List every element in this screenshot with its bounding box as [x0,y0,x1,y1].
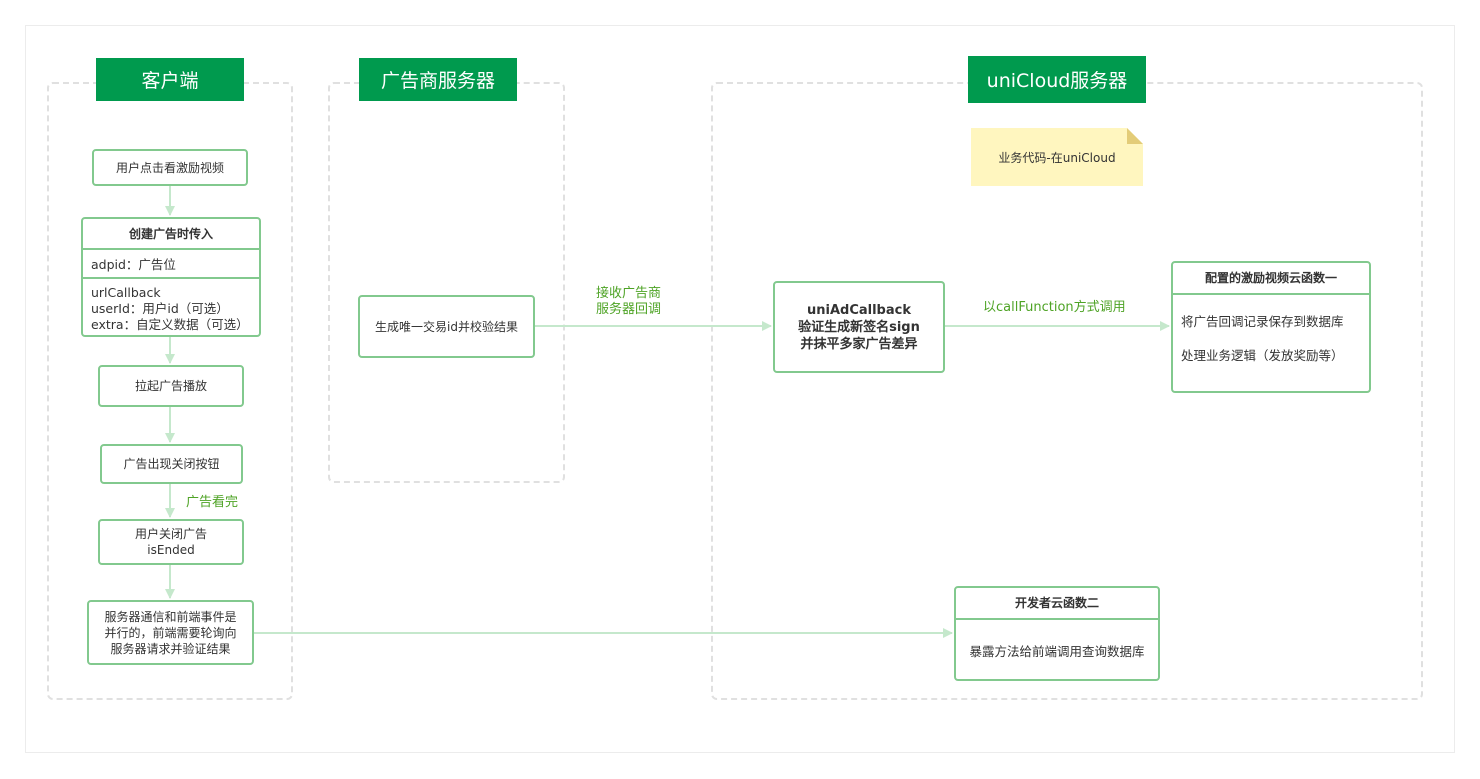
node-cloud-function-1: 配置的激励视频云函数一 将广告回调记录保存到数据库 处理业务逻辑（发放奖励等） [1171,261,1371,393]
node-header: 配置的激励视频云函数一 [1173,263,1369,295]
node-click-video: 用户点击看激励视频 [92,149,248,186]
lane-title-ad-server: 广告商服务器 [359,58,517,101]
node-user-close: 用户关闭广告 isEnded [98,519,244,565]
node-text: 并抹平多家广告差异 [800,336,918,352]
param-urlcallback: urlCallback [91,285,161,300]
canvas-frame [25,25,1455,753]
label-line: 接收广告商 [596,286,662,301]
node-text: 用户点击看激励视频 [115,160,224,175]
node-cloud-function-2: 开发者云函数二 暴露方法给前端调用查询数据库 [954,586,1160,681]
label-callfunction: 以callFunction方式调用 [983,300,1126,315]
note-text: 业务代码-在uniCloud [998,150,1116,165]
node-row-adpid: adpid：广告位 [83,250,259,279]
label-line: 服务器回调 [596,302,662,317]
label-callback: 接收广告商 服务器回调 [596,286,661,318]
node-text: 广告出现关闭按钮 [123,457,220,471]
node-text: 服务器请求并验证结果 [110,641,231,656]
node-line: 将广告回调记录保存到数据库 [1181,314,1344,329]
node-close-button: 广告出现关闭按钮 [100,444,243,484]
node-text: 拉起广告播放 [134,379,207,393]
label-ad-watched: 广告看完 [186,495,239,510]
sticky-note: 业务代码-在uniCloud [971,128,1143,186]
node-line: 暴露方法给前端调用查询数据库 [969,644,1145,659]
node-play-ad: 拉起广告播放 [98,365,244,407]
param-extra: extra：自定义数据（可选） [91,317,249,332]
node-text: 用户关闭广告 [134,527,207,541]
node-text: 验证生成新签名sign [798,319,920,335]
node-text: 生成唯一交易id并校验结果 [375,319,518,334]
node-text: 服务器通信和前端事件是 [104,609,237,624]
node-ad-server: 生成唯一交易id并校验结果 [358,295,535,358]
node-parallel-note: 服务器通信和前端事件是 并行的，前端需要轮询向 服务器请求并验证结果 [87,600,254,665]
lane-title-client: 客户端 [96,58,244,101]
node-header: 开发者云函数二 [956,588,1158,620]
node-row-params: urlCallback userId：用户id（可选） extra：自定义数据（… [83,279,259,333]
node-text: uniAdCallback [807,302,911,318]
param-userid: userId：用户id（可选） [91,301,229,316]
node-header: 创建广告时传入 [83,219,259,250]
node-line: 处理业务逻辑（发放奖励等） [1181,348,1344,363]
lane-title-unicloud: uniCloud服务器 [968,56,1146,103]
node-create-ad: 创建广告时传入 adpid：广告位 urlCallback userId：用户i… [81,217,261,337]
node-uniad-callback: uniAdCallback 验证生成新签名sign 并抹平多家广告差异 [773,281,945,373]
node-text: isEnded [147,543,195,557]
node-text: 并行的，前端需要轮询向 [104,625,237,640]
